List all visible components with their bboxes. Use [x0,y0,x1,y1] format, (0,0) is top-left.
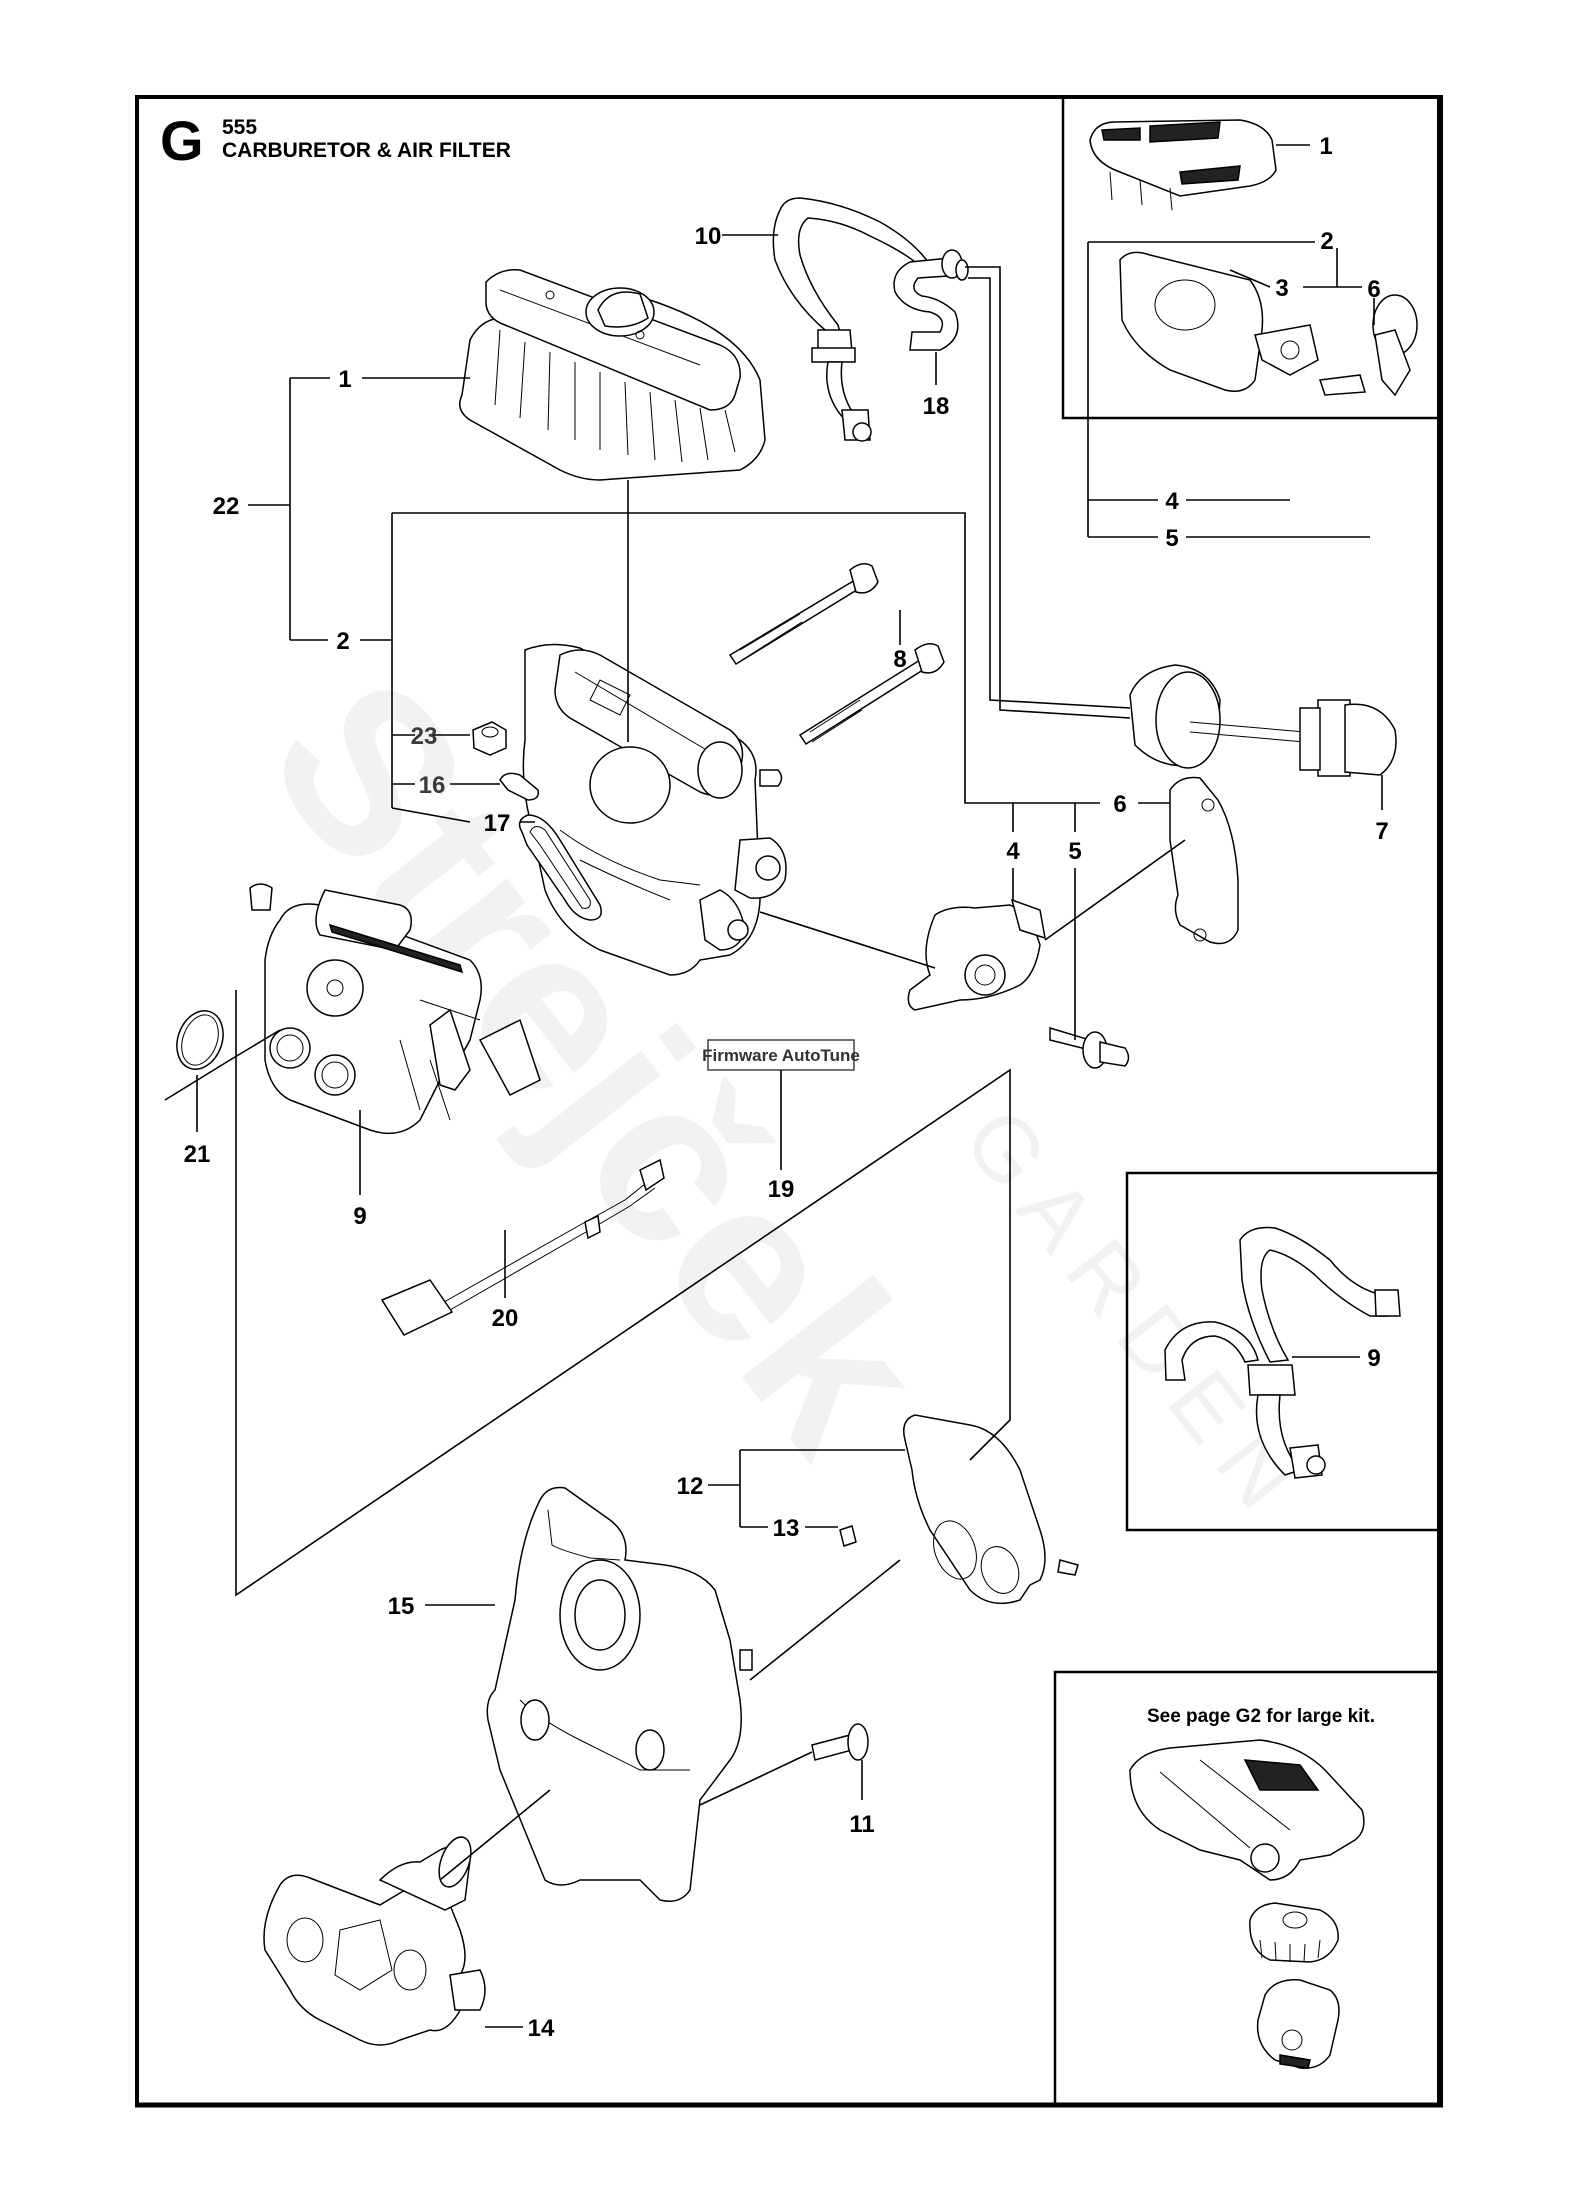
long-screws-drawing [728,563,945,746]
callout-11: 11 [849,1811,874,1838]
inset-bottom-frame [1053,1670,1442,2107]
callout-8: 8 [893,646,906,673]
bracket-drawing [839,1414,1079,1605]
intake-manifold-drawing [263,1836,486,2046]
choke-plate-drawing [1169,776,1239,945]
choke-lever-drawing [907,898,1046,1011]
inset-top-callout-3: 3 [1275,275,1288,302]
inset-top-callout-2: 2 [1320,228,1333,255]
inset-bottom: See page G2 for large kit. [1129,1706,1375,2069]
inset-top-frame [1061,95,1442,420]
callout-6: 6 [1113,791,1126,818]
large-kit-note: See page G2 for large kit. [1147,1706,1375,1727]
callout-4: 4 [1006,838,1020,865]
inset-middle: 9 [1164,1226,1401,1479]
inset-middle-callout-9: 9 [1367,1345,1380,1372]
primer-bulb-drawing [1129,664,1397,777]
callout-22: 22 [213,493,240,520]
choke-shaft-drawing [1049,1026,1130,1069]
callout-17: 17 [484,810,511,837]
callout-21: 21 [184,1141,211,1168]
callout-23: 23 [411,723,438,750]
model-number: 555 [222,116,257,139]
leader-lines [164,234,1383,2028]
intake-ring-drawing [176,1010,224,1070]
callout-20: 20 [492,1305,519,1332]
firmware-box: Firmware AutoTune [702,1039,860,1071]
carburetor-drawing [249,883,541,1135]
callout-19: 19 [768,1176,795,1203]
callout-7: 7 [1375,818,1388,845]
callout-13: 13 [773,1515,800,1542]
callout-2: 2 [336,628,349,655]
callout-12: 12 [677,1473,704,1500]
callout-15: 15 [388,1593,415,1620]
section-letter: G [160,109,204,172]
inset-middle-frame [1125,1171,1442,1532]
screw-drawing [811,1723,869,1761]
air-filter-drawing [459,269,766,481]
carburetor-cover-drawing [486,1486,753,1902]
callout-18: 18 [923,393,950,420]
inset-top-callout-5: 5 [1165,525,1178,552]
small-parts-drawing [472,721,602,921]
inset-top-callout-6: 6 [1367,276,1380,303]
callout-9: 10 [695,223,722,250]
callout-5: 5 [1068,838,1081,865]
callout-10: 9 [353,1203,366,1230]
firmware-label: Firmware AutoTune [702,1046,860,1065]
page-title: CARBURETOR & AIR FILTER [222,139,511,162]
main-callouts: 1 22 2 10 18 8 23 16 17 4 5 6 7 21 9 19 … [184,223,1389,2042]
callout-16: 16 [419,772,446,799]
callout-1: 1 [338,366,351,393]
fuel-hose-drawing [772,197,969,442]
inset-top: 1 2 3 6 4 5 [1087,119,1418,552]
inset-top-callout-1: 1 [1319,133,1332,160]
inset-top-callout-4: 4 [1165,488,1179,515]
callout-14: 14 [528,2015,555,2042]
